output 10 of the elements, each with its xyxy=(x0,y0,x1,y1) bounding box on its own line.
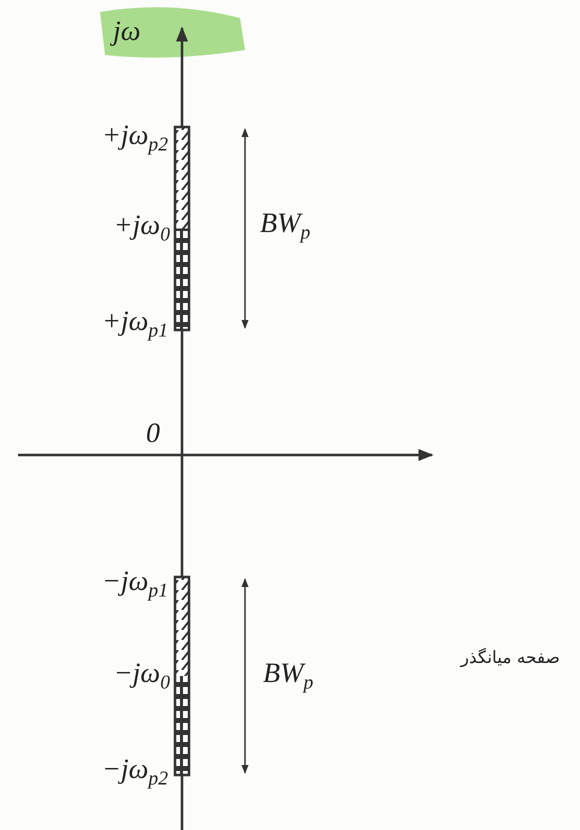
frequency-label: −jω$_{0}$ xyxy=(114,660,170,694)
frequency-label: −jω$_{p1}$ xyxy=(102,568,168,602)
frequency-label: +jω$_{p1}$ xyxy=(102,308,168,342)
origin-label: 0 xyxy=(146,420,160,448)
frequency-label: −jω$_{p2}$ xyxy=(102,756,168,790)
frequency-label: +jω$_{p2}$ xyxy=(102,122,168,156)
plane-caption: صفحه میانگذر xyxy=(460,650,560,667)
bandwidth-label: BW$_{p}$ xyxy=(260,210,310,244)
frequency-label: +jω$_{0}$ xyxy=(114,212,170,246)
bandwidth-label: BW$_{p}$ xyxy=(263,660,314,694)
